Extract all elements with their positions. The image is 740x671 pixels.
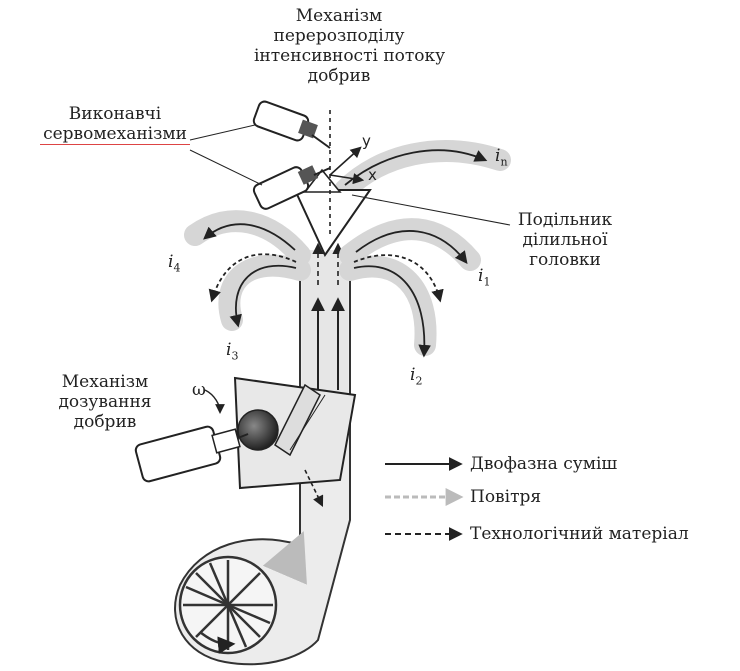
servo-mechanism-upper — [252, 100, 330, 148]
servo-label-leader — [190, 125, 262, 185]
divider-line-3: головки — [495, 250, 635, 270]
redistribution-line-1: Механізм — [254, 6, 424, 26]
dosing-mechanism-label: Механізм дозування добрив — [40, 372, 170, 432]
outlet-i3-label: i3 — [226, 340, 238, 362]
divider-label: Подільник ділильної головки — [495, 210, 635, 270]
outlet-in-label: in — [495, 146, 508, 168]
omega-label: ω — [192, 380, 206, 400]
legend-material-label: Технологічний матеріал — [470, 524, 689, 544]
legend-two-phase-label: Двофазна суміш — [470, 454, 617, 474]
redistribution-line-3: інтенсивності потоку — [254, 46, 424, 66]
redistribution-line-4: добрив — [254, 66, 424, 86]
legend-air-label: Повітря — [470, 487, 541, 507]
divider-line-2: ділильної — [495, 230, 635, 250]
redistribution-line-2: перерозподілу — [254, 26, 424, 46]
outlet-i1-label: i1 — [478, 266, 490, 288]
outlet-i2-label: i2 — [410, 365, 422, 387]
fan-impeller — [180, 557, 276, 653]
divider-line-1: Подільник — [495, 210, 635, 230]
redistribution-mechanism-label: Механізм перерозподілу інтенсивності пот… — [254, 6, 424, 86]
outlet-i4-label: i4 — [168, 252, 180, 274]
servo-line-1: Виконавчі — [40, 104, 190, 124]
servo-mechanisms-label: Виконавчі сервомеханізми — [40, 104, 190, 145]
axis-y-label: y — [362, 132, 371, 150]
dosing-line-2: дозування — [40, 392, 170, 412]
legend-swatches — [385, 464, 460, 534]
axis-x-label: x — [368, 166, 377, 184]
dosing-line-1: Механізм — [40, 372, 170, 392]
servo-line-2: сервомеханізми — [40, 124, 190, 145]
dosing-line-3: добрив — [40, 412, 170, 432]
